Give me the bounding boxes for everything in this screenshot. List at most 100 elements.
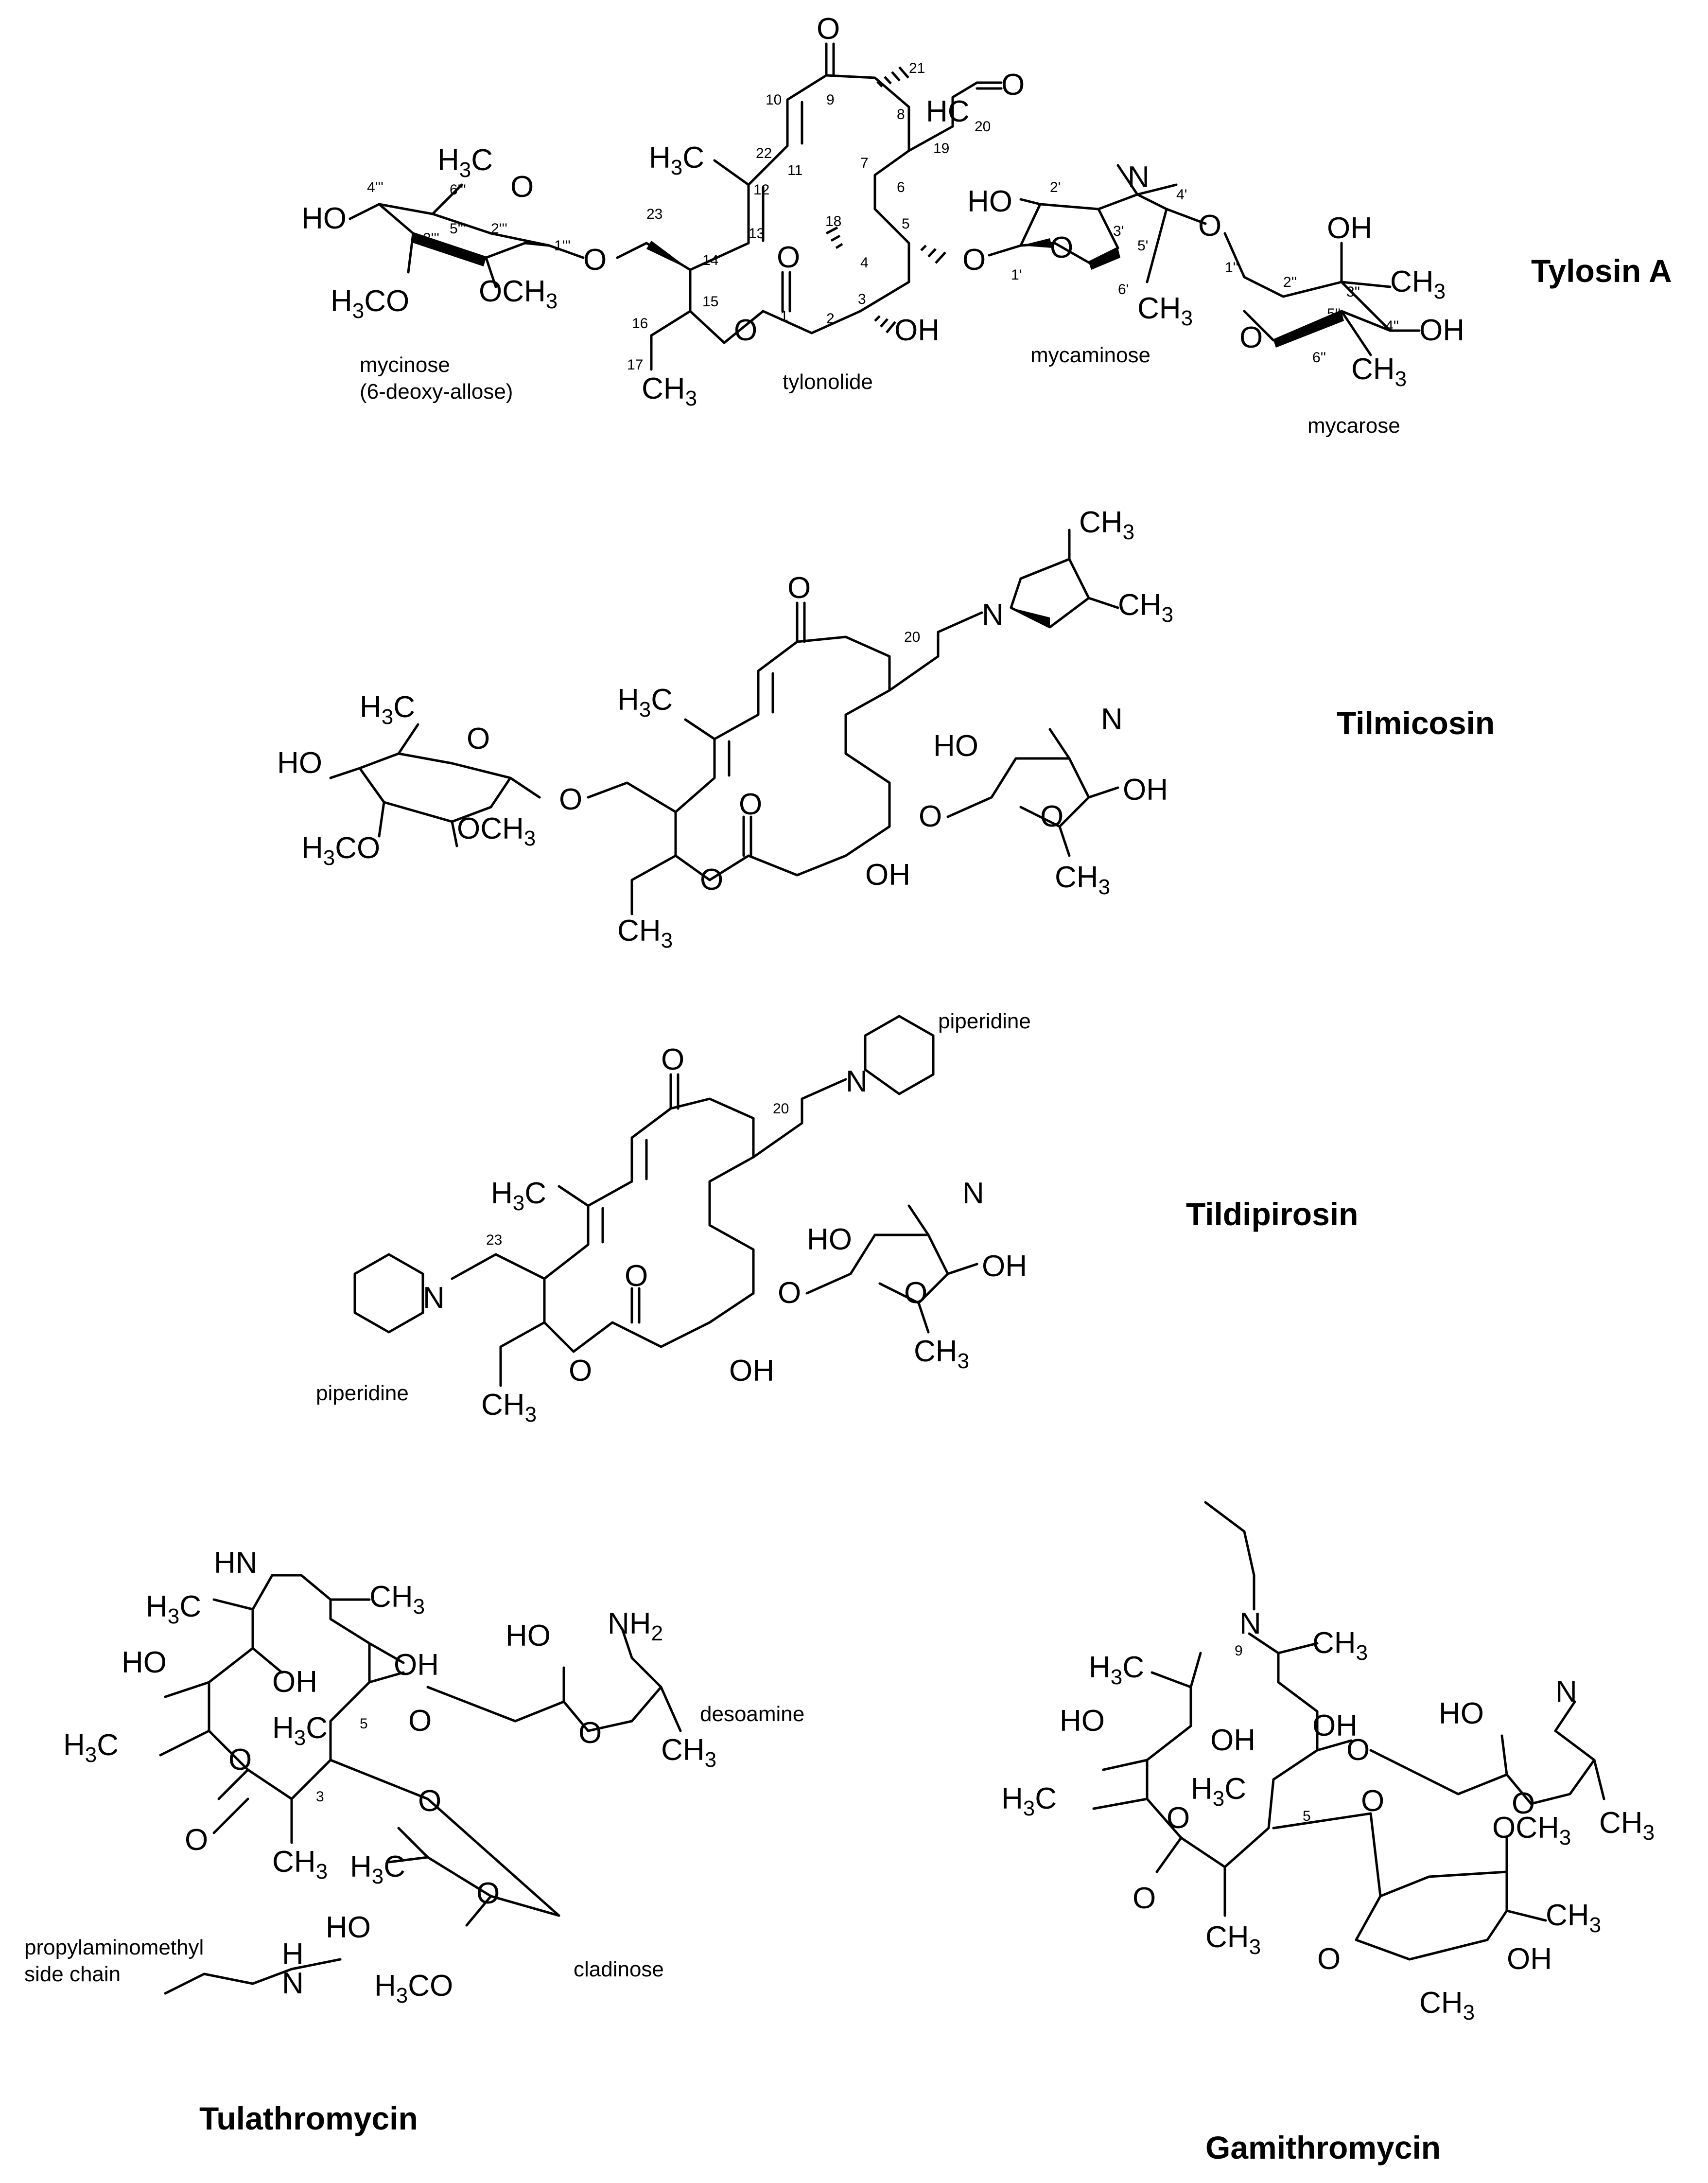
tilmicosin-atom-label: CH3 (1079, 506, 1134, 544)
tilmicosin-atom-label: OH (865, 858, 910, 892)
tulathromycin-atom-label: H3C (350, 1850, 405, 1888)
svg-text:11: 11 (787, 162, 802, 178)
tulathromycin-atom-label: HO (326, 1911, 371, 1944)
tilmicosin-atom-label: O (700, 863, 723, 897)
svg-text:4': 4' (1176, 187, 1187, 203)
tulathromycin-atom-label: H3C (272, 1711, 328, 1750)
svg-text:1'': 1'' (1225, 260, 1238, 276)
gamithromycin-atom-label: N (1555, 1675, 1577, 1708)
gamithromycin-atom-label: O (1346, 1733, 1370, 1767)
tildipirosin-atom-label: H3C (491, 1177, 546, 1215)
tildipirosin-locant: 20 (773, 1101, 789, 1117)
svg-text:3: 3 (858, 291, 866, 307)
compound-name: Tilmicosin (1337, 705, 1495, 741)
compound-name: Tylosin A (1531, 253, 1672, 289)
svg-text:16: 16 (632, 316, 648, 332)
tilmicosin-atom-label: O (787, 571, 811, 605)
tildipirosin-locant: 23 (486, 1232, 502, 1248)
svg-text:2''': 2''' (491, 221, 507, 237)
tylosin-atom-label: O (777, 241, 800, 274)
tilmicosin-atom-label: O (467, 722, 490, 756)
tildipirosin-atom-label: OH (729, 1354, 774, 1388)
svg-text:8: 8 (897, 106, 905, 123)
svg-text:1': 1' (1011, 267, 1022, 283)
tildipirosin-atom-label: O (904, 1276, 927, 1310)
tulathromycin-atom-label: N (282, 1967, 304, 2000)
tylosin-atom-label: CH3 (1137, 292, 1193, 330)
svg-text:17: 17 (627, 357, 643, 373)
tulathromycin-atom-label: OH (394, 1648, 439, 1682)
svg-text:3''': 3''' (423, 230, 439, 246)
tylosin-atom-label: HO (301, 202, 347, 235)
tildipirosin-atom-label: CH3 (914, 1335, 969, 1373)
gamithromycin-atom-label: CH3 (1546, 1899, 1601, 1937)
piperidine-top-label: piperidine (938, 1009, 1031, 1033)
gamithromycin-locant: 5 (1303, 1808, 1311, 1824)
svg-text:22: 22 (756, 145, 772, 161)
tylosin-atom-label: CH3 (642, 372, 697, 410)
gamithromycin-atom-label: OH (1507, 1942, 1552, 1976)
tulathromycin-atom-label: O (476, 1877, 500, 1910)
tilmicosin-atom-label: H3C (617, 683, 673, 722)
tildipirosin-atom-label: N (846, 1065, 868, 1098)
svg-text:12: 12 (753, 182, 769, 198)
tulathromycin-atom-label: H3C (146, 1590, 201, 1628)
tylosin-atom-label: OH (1327, 211, 1372, 245)
tildipirosin-structure: O H3C O O OH N N O HO O N OH CH3 CH3 20 … (316, 1009, 1358, 1426)
gamithromycin-atom-label: HO (1439, 1697, 1484, 1730)
gamithromycin-atom-label: O (1167, 1801, 1190, 1835)
tylosin-atom-label: HC (926, 95, 970, 128)
tylosin-locants: 1 2 3 4 5 6 7 8 9 10 11 12 13 14 15 16 1… (367, 60, 1399, 373)
gamithromycin-structure: N H3C CH3 HO OH H3C O O CH3 H3C OH O HO … (1001, 1501, 1655, 2165)
tildipirosin-atom-label: O (661, 1043, 684, 1076)
svg-text:9: 9 (826, 92, 835, 108)
svg-text:10: 10 (766, 92, 782, 108)
tulathromycin-atom-label: HO (122, 1646, 167, 1679)
compound-name: Tulathromycin (199, 2100, 418, 2136)
gamithromycin-atom-label: O (1317, 1942, 1341, 1976)
svg-text:5''': 5''' (450, 221, 466, 237)
svg-text:4''': 4''' (367, 179, 383, 195)
tilmicosin-atom-label: O (1040, 800, 1063, 833)
tulathromycin-atom-label: OH (272, 1665, 317, 1699)
svg-text:20: 20 (975, 119, 991, 135)
tylosin-atom-label: H3CO (331, 284, 409, 323)
tylosin-atom-label: OH (1419, 314, 1464, 347)
gamithromycin-locant: 9 (1235, 1643, 1243, 1659)
tylosin-atom-label: H3C (649, 141, 704, 179)
tildipirosin-atom-label: OH (982, 1250, 1027, 1283)
side-chain-label-line2: side chain (24, 1962, 121, 1986)
tilmicosin-atom-label: O (919, 800, 942, 833)
tylosin-atom-label: O (734, 314, 757, 347)
tulathromycin-atom-label: HO (505, 1619, 551, 1653)
tulathromycin-atom-label: CH3 (272, 1845, 328, 1884)
tylosin-atom-label: OCH3 (479, 275, 558, 313)
svg-text:5': 5' (1137, 238, 1148, 254)
tilmicosin-atom-label: H3CO (301, 831, 380, 870)
tilmicosin-atom-label: O (559, 783, 582, 816)
tilmicosin-atom-label: CH3 (1055, 861, 1110, 899)
tilmicosin-structure: O H3C O O OH N CH3 CH3 O HO O N OH CH3 O… (277, 506, 1495, 952)
tulathromycin-locant: 3 (316, 1789, 324, 1805)
tulathromycin-locant: 5 (360, 1716, 368, 1732)
svg-text:14: 14 (702, 252, 718, 268)
tulathromycin-atom-label: CH3 (661, 1733, 716, 1772)
svg-text:19: 19 (933, 141, 949, 157)
gamithromycin-atom-label: H3C (1191, 1772, 1246, 1811)
tildipirosin-atom-label: O (625, 1259, 648, 1293)
tilmicosin-atom-label: H3C (360, 690, 415, 729)
side-chain-label-line1: propylaminomethyl (24, 1936, 204, 1959)
compound-name: Tildipirosin (1186, 1196, 1358, 1232)
svg-text:18: 18 (825, 213, 841, 229)
mycaminose-label: mycaminose (1030, 343, 1150, 367)
desoamine-label: desoamine (700, 1702, 804, 1726)
tilmicosin-atom-label: HO (933, 729, 978, 763)
svg-text:23: 23 (646, 206, 662, 222)
gamithromycin-atom-label: OH (1312, 1709, 1358, 1743)
svg-text:6''': 6''' (450, 182, 466, 198)
tilmicosin-atom-label: CH3 (617, 914, 673, 952)
svg-text:15: 15 (702, 294, 718, 310)
svg-text:2'': 2'' (1283, 274, 1297, 290)
tildipirosin-atom-label: N (423, 1281, 445, 1315)
